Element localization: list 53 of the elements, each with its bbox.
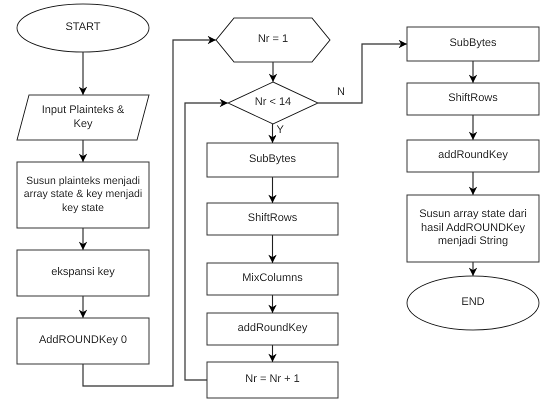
node-text: ShiftRows	[246, 212, 298, 226]
arrow	[468, 115, 478, 140]
node-text: START	[64, 21, 102, 35]
node-text: Input Plainteks & Key	[40, 104, 126, 132]
node-text: SubBytes	[248, 153, 298, 167]
process-box	[207, 203, 338, 235]
arrow	[78, 296, 88, 318]
arrow	[78, 52, 88, 95]
process-box	[17, 318, 149, 364]
process-box	[17, 250, 149, 296]
node-text: Nr < 14	[254, 96, 292, 110]
edge-label: N	[336, 87, 346, 98]
process-box	[207, 362, 338, 398]
node-text: addRoundKey	[437, 149, 509, 163]
arrow	[82, 36, 216, 387]
node-text: AddROUNDKey 0	[38, 334, 128, 348]
decision-diamond	[228, 82, 318, 124]
preparation-hexagon	[216, 18, 330, 62]
arrow	[468, 61, 478, 83]
node-text: Nr = Nr + 1	[244, 373, 301, 387]
process-box	[207, 313, 338, 345]
arrow	[268, 124, 277, 143]
node-text: SubBytes	[448, 37, 498, 51]
arrow	[184, 98, 228, 381]
process-box	[207, 263, 338, 295]
arrow	[468, 262, 478, 276]
node-text: Susun array state dari hasil AddROUNDKey menjadi String	[418, 208, 528, 250]
node-text: Nr = 1	[256, 33, 290, 47]
arrow	[268, 345, 277, 362]
terminal-ellipse	[17, 4, 149, 52]
node-text: ekspansi key	[50, 266, 116, 280]
process-box	[407, 27, 539, 61]
terminal-ellipse	[407, 276, 539, 330]
arrow	[78, 140, 88, 162]
arrow	[78, 228, 88, 250]
process-box	[407, 83, 539, 115]
node-text: addRoundKey	[236, 322, 308, 336]
arrow	[268, 295, 277, 313]
arrow	[268, 62, 278, 82]
edge-label: Y	[276, 125, 285, 136]
input-parallelogram	[17, 95, 149, 140]
arrow	[468, 172, 478, 195]
process-box	[407, 140, 539, 172]
arrow	[268, 235, 277, 263]
node-text: MixColumns	[241, 272, 304, 286]
process-box	[207, 143, 338, 177]
process-box	[17, 162, 149, 228]
node-text: Susun plainteks menjadi array state & key menjadi key state	[22, 175, 144, 215]
arrow	[318, 40, 407, 104]
process-box	[407, 195, 539, 262]
arrow	[268, 177, 277, 203]
node-text: ShiftRows	[447, 92, 499, 106]
node-text: END	[460, 296, 486, 310]
